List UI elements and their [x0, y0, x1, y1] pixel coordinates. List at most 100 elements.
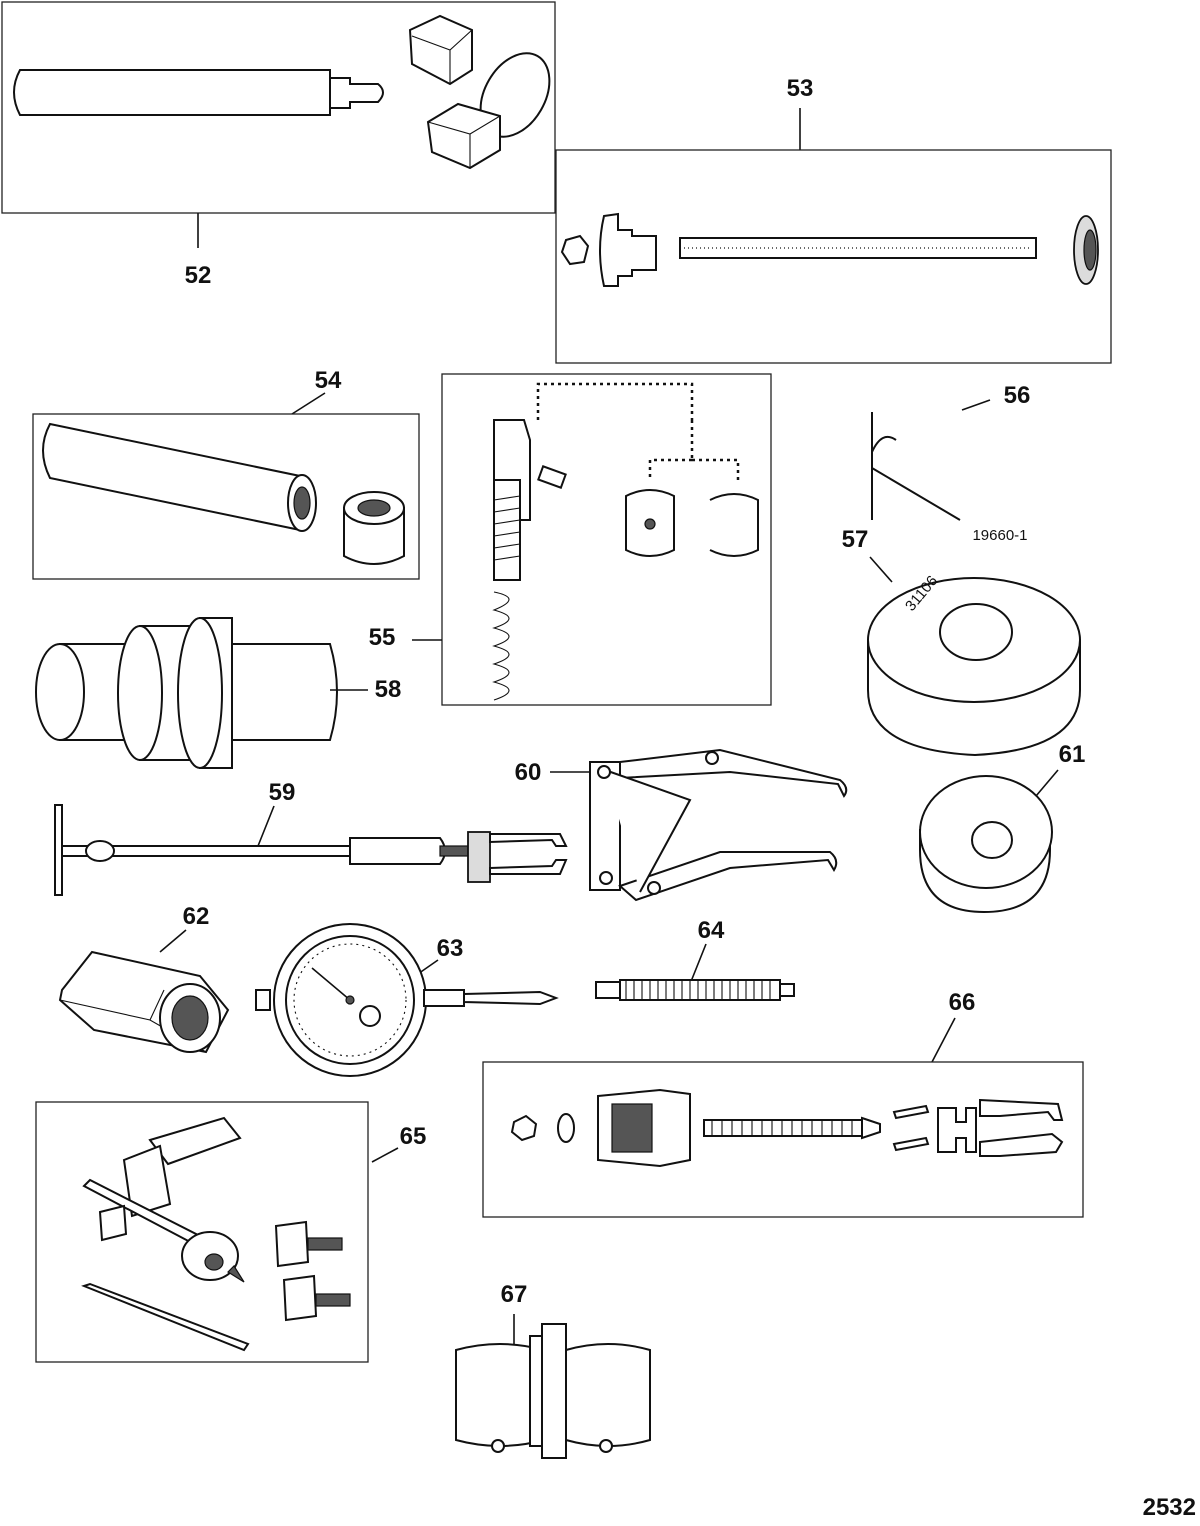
part-64-leader	[689, 943, 707, 985]
part-55-group: 55	[369, 373, 772, 706]
part-64-end	[595, 981, 621, 999]
part-67-pin-2	[599, 1439, 613, 1453]
part-59-jaw-body	[467, 831, 491, 883]
part-number-56: 19660-1	[972, 527, 1027, 544]
part-58-group: 58	[35, 617, 402, 769]
part-65-adapter-1-thread	[307, 1237, 343, 1251]
callout-54: 54	[315, 367, 342, 394]
part-58-shaft-end	[35, 643, 85, 741]
part-58-flange-face	[177, 617, 223, 769]
part-56-fragment	[871, 412, 961, 521]
part-59-jaw-upper	[489, 833, 568, 847]
part-63-hub	[345, 995, 355, 1005]
callout-60: 60	[515, 759, 542, 786]
part-57-bore	[939, 603, 1013, 661]
part-66-leader	[931, 1017, 956, 1063]
part-53-box	[555, 149, 1112, 364]
callout-59: 59	[269, 779, 296, 806]
part-64-threaded-rod	[619, 979, 781, 1001]
part-59-grip	[349, 837, 446, 865]
part-59-leader	[257, 805, 275, 847]
part-55-box	[441, 373, 772, 706]
part-66-nut	[510, 1114, 538, 1142]
part-58-collar-face	[117, 625, 163, 761]
part-67-group: 67	[455, 1281, 651, 1459]
callout-52: 52	[185, 262, 212, 289]
part-65-group: 65	[35, 1101, 427, 1363]
part-60-handle-upper	[619, 748, 848, 798]
part-52-rod-tip	[329, 77, 384, 109]
callout-66: 66	[949, 989, 976, 1016]
part-64-threads	[625, 980, 771, 1000]
part-55-screw-shank	[493, 479, 521, 581]
part-61-bore	[971, 821, 1013, 859]
part-59-thread	[439, 845, 469, 857]
part-61-group: 61	[919, 741, 1086, 914]
part-64-group: 64	[595, 917, 795, 1001]
part-59-t-handle	[54, 804, 63, 896]
part-52-rod	[13, 69, 331, 116]
part-67-sleeve-right	[565, 1343, 651, 1447]
part-60-pivot-1	[597, 765, 611, 779]
part-57-group: 57 31106	[842, 526, 1081, 757]
callout-61: 61	[1059, 741, 1086, 768]
part-55-setscrew	[537, 465, 567, 489]
part-55-sleeve-hole	[644, 518, 656, 530]
callout-53: 53	[787, 75, 814, 102]
part-60-pivot-3	[705, 751, 719, 765]
part-66-pin-1	[892, 1104, 930, 1120]
part-65-clamp	[122, 1144, 172, 1218]
callout-65: 65	[400, 1123, 427, 1150]
part-54-box	[32, 413, 420, 580]
callout-56: 56	[1004, 382, 1031, 409]
part-54-bushing-bore	[357, 499, 391, 517]
part-54-group: 54	[32, 367, 420, 580]
part-65-rod	[81, 1282, 250, 1352]
part-66-jaw-lower	[979, 1132, 1064, 1157]
part-59-group: 59	[54, 779, 568, 896]
part-65-collar-bore	[204, 1253, 224, 1271]
callout-67: 67	[501, 1281, 528, 1308]
part-55-spring	[492, 591, 510, 701]
part-56-group: 56 19660-1	[871, 382, 1031, 544]
part-59-weight	[85, 840, 115, 862]
part-65-adapter-2-thread	[315, 1293, 351, 1307]
part-60-pivot-2	[599, 871, 613, 885]
part-53-knob-face	[1083, 229, 1097, 271]
part-66-washer	[557, 1113, 575, 1143]
part-52-adapter-upper-edges	[411, 29, 473, 84]
part-55-screw-threads	[493, 495, 521, 561]
part-53-group: 53	[555, 75, 1112, 364]
part-60-linkage	[604, 769, 692, 893]
part-66-group: 66	[482, 989, 1084, 1218]
part-52-adapter-upper	[408, 14, 473, 86]
part-62-group: 62	[58, 903, 230, 1054]
part-66-clevis	[937, 1107, 977, 1153]
part-67-flange-left	[529, 1335, 543, 1447]
part-54-tube-bore	[293, 486, 311, 520]
part-52-group: 52	[1, 1, 556, 289]
part-60-handle-lower	[618, 851, 838, 902]
part-52-adapter-lower-edges	[427, 115, 501, 168]
part-53-cone	[599, 212, 657, 287]
part-57-leader	[869, 556, 893, 583]
part-65-leader	[371, 1147, 399, 1163]
callout-62: 62	[183, 903, 210, 930]
part-54-leader	[291, 392, 326, 415]
part-63-plunger	[463, 990, 559, 1006]
part-63-needle	[311, 967, 351, 1001]
part-65-holder	[98, 1204, 128, 1242]
callout-64: 64	[698, 917, 725, 944]
part-64-tip	[779, 983, 795, 997]
part-63-knob	[255, 989, 271, 1011]
part-65-tip	[227, 1265, 245, 1283]
callout-63: 63	[437, 935, 464, 962]
part-65-adapter-1	[274, 1220, 310, 1268]
part-60-pivot-4	[647, 881, 661, 895]
part-54-tube	[42, 422, 301, 532]
callout-55: 55	[369, 624, 396, 651]
callout-58: 58	[375, 676, 402, 703]
part-63-stem-body	[423, 989, 465, 1007]
part-65-adapter-2	[282, 1274, 318, 1322]
